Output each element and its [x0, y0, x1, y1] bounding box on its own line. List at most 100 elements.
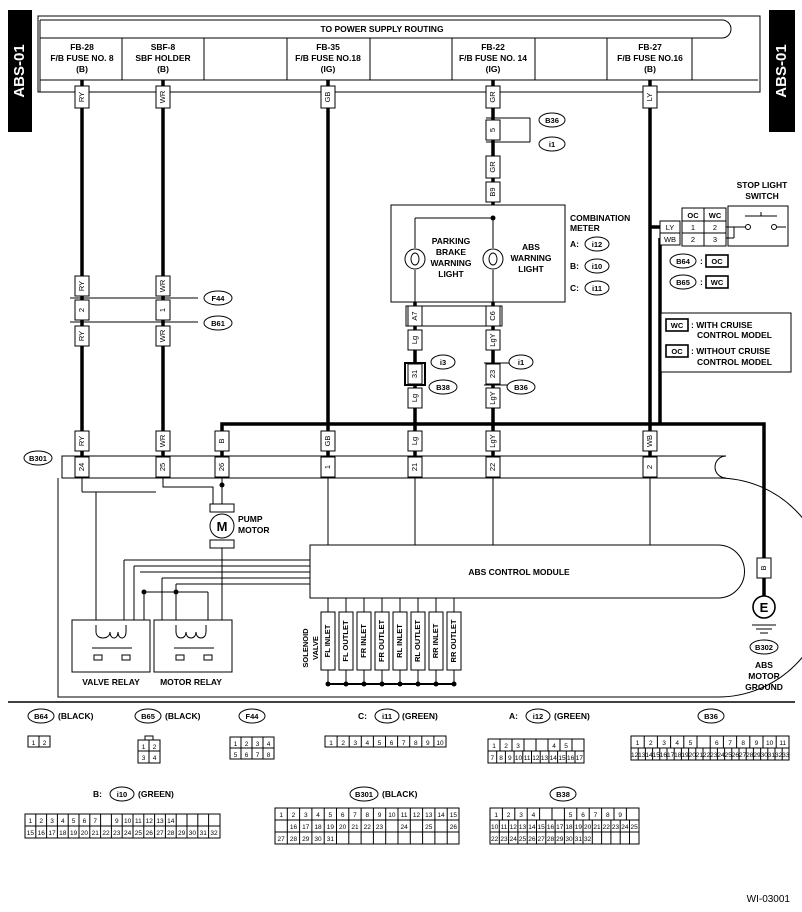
svg-text:ABS: ABS	[522, 242, 540, 252]
svg-text:i11: i11	[382, 712, 392, 721]
svg-text:2: 2	[39, 818, 43, 825]
svg-text:B:: B:	[93, 789, 102, 799]
svg-text:BRAKE: BRAKE	[436, 247, 467, 257]
svg-text:29: 29	[178, 830, 186, 837]
svg-text:6: 6	[715, 740, 719, 747]
svg-text:B:: B:	[570, 261, 579, 271]
svg-text:17: 17	[556, 824, 564, 831]
label-ly-top: LY	[642, 85, 658, 109]
svg-text:5: 5	[378, 740, 382, 747]
svg-text:WR: WR	[158, 279, 167, 292]
svg-text:15: 15	[558, 755, 566, 762]
svg-text:29: 29	[302, 836, 310, 843]
svg-text:FL OUTLET: FL OUTLET	[341, 620, 350, 662]
svg-text:23: 23	[500, 836, 508, 843]
svg-text:RR INLET: RR INLET	[431, 623, 440, 658]
svg-text:1: 1	[329, 740, 333, 747]
svg-text:FB-22: FB-22	[481, 42, 505, 52]
svg-text:7: 7	[594, 812, 598, 819]
svg-text:14: 14	[167, 818, 175, 825]
svg-text:FB-28: FB-28	[70, 42, 94, 52]
svg-text:19: 19	[681, 752, 689, 759]
svg-text:METER: METER	[570, 223, 600, 233]
svg-text:8: 8	[606, 812, 610, 819]
svg-text:12: 12	[146, 818, 154, 825]
svg-text:10: 10	[491, 824, 499, 831]
svg-text:11: 11	[401, 812, 408, 819]
svg-text:24: 24	[124, 830, 132, 837]
svg-text:PUMP: PUMP	[238, 514, 263, 524]
svg-text:SOLENOID: SOLENOID	[301, 628, 310, 668]
svg-text:MOTOR: MOTOR	[748, 671, 779, 681]
label-wr-b301: WR	[155, 430, 171, 452]
svg-text:B38: B38	[556, 790, 570, 799]
svg-text:17: 17	[576, 755, 584, 762]
svg-text:15: 15	[538, 824, 546, 831]
svg-text:FB-27: FB-27	[638, 42, 662, 52]
svg-text:14: 14	[645, 752, 653, 759]
svg-text:12: 12	[510, 824, 518, 831]
valve-fr-outlet: FR OUTLET	[374, 611, 390, 671]
svg-text:5: 5	[569, 812, 573, 819]
svg-text:F/B FUSE NO.18: F/B FUSE NO.18	[295, 53, 361, 63]
svg-text:LIGHT: LIGHT	[518, 264, 544, 274]
svg-text::: :	[700, 256, 703, 266]
svg-text:20: 20	[81, 830, 89, 837]
svg-text:2: 2	[153, 744, 157, 751]
label-lgy-lower: LgY	[485, 387, 501, 409]
svg-text:19: 19	[575, 824, 583, 831]
svg-text:4: 4	[316, 812, 320, 819]
wire-labels: RY WR GB GR LY GR RY WR RY WR Lg LgY Lg …	[74, 85, 772, 579]
svg-text:LIGHT: LIGHT	[438, 269, 464, 279]
label-lg-b301: Lg	[407, 430, 423, 452]
svg-text:4: 4	[153, 755, 157, 762]
svg-text:LY: LY	[666, 223, 675, 232]
svg-text:B64: B64	[676, 257, 691, 266]
label-gr-top: GR	[485, 85, 501, 109]
label-b-b301: B	[214, 430, 230, 452]
svg-text:20: 20	[584, 824, 592, 831]
svg-text:1: 1	[494, 812, 498, 819]
svg-text:22: 22	[102, 830, 110, 837]
svg-text:7: 7	[256, 752, 260, 759]
svg-text:STOP LIGHT: STOP LIGHT	[737, 180, 789, 190]
svg-text:7: 7	[728, 740, 732, 747]
svg-text:24: 24	[621, 824, 629, 831]
svg-text:18: 18	[314, 824, 322, 831]
svg-text:32: 32	[210, 830, 218, 837]
svg-text:2: 2	[245, 741, 249, 748]
svg-text:5: 5	[689, 740, 693, 747]
svg-text:12: 12	[413, 812, 421, 819]
svg-text:B36: B36	[704, 712, 718, 721]
svg-text:30: 30	[565, 836, 573, 843]
svg-text:15: 15	[27, 830, 35, 837]
svg-text:E: E	[760, 600, 769, 615]
svg-text:25: 25	[631, 824, 639, 831]
svg-text:22: 22	[603, 824, 611, 831]
svg-text:23: 23	[113, 830, 121, 837]
abs-motor-ground: E B302 ABS MOTOR GROUND	[745, 595, 783, 692]
svg-text:B301: B301	[29, 454, 47, 463]
svg-text:PARKING: PARKING	[432, 236, 471, 246]
svg-text:8: 8	[414, 740, 418, 747]
svg-text:31: 31	[200, 830, 208, 837]
svg-text:26: 26	[732, 752, 740, 759]
svg-text:SBF HOLDER: SBF HOLDER	[135, 53, 190, 63]
svg-text:21: 21	[351, 824, 359, 831]
svg-text:12: 12	[631, 752, 639, 759]
svg-text:LgY: LgY	[488, 434, 497, 447]
b64-b65-tags: B64 : OC B65 : WC	[669, 253, 729, 290]
svg-text:6: 6	[341, 812, 345, 819]
svg-text:13: 13	[541, 755, 549, 762]
svg-text:VALVE: VALVE	[311, 636, 320, 660]
svg-text:1: 1	[32, 740, 36, 747]
svg-text:(GREEN): (GREEN)	[138, 789, 174, 799]
label-gr-mid: GR	[485, 155, 501, 179]
svg-text:WB: WB	[645, 435, 654, 447]
